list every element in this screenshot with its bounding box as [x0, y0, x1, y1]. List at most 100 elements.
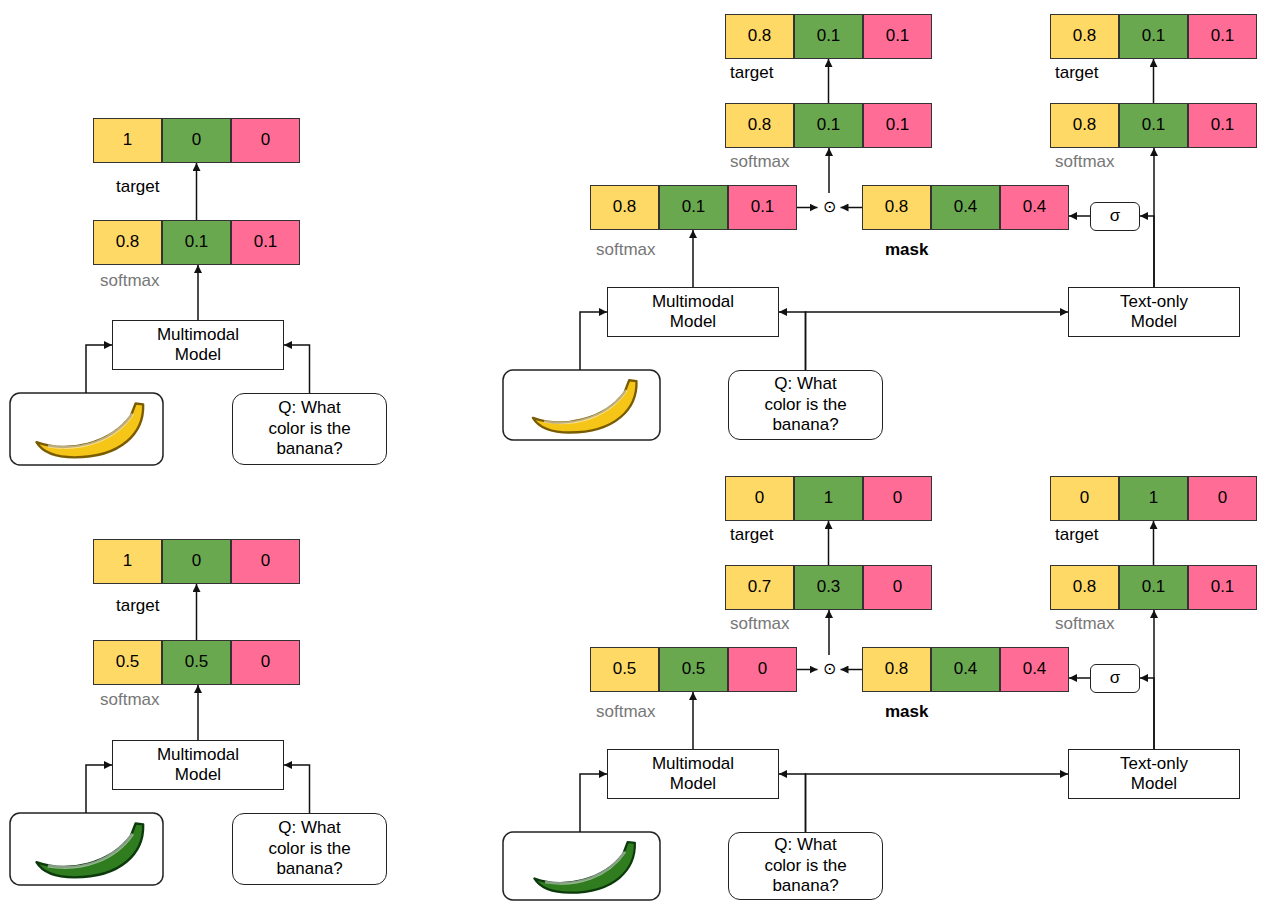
node-text: 0 — [1218, 488, 1227, 508]
node-text: 0.1 — [1142, 115, 1166, 135]
value-cell: 0.8 — [1050, 14, 1119, 59]
mask-label: mask — [885, 240, 928, 260]
node-text: Q: What color is the banana? — [756, 374, 856, 435]
arrow-connector — [692, 230, 694, 287]
node-text: Multimodal Model — [637, 292, 749, 333]
value-cell: 0 — [231, 539, 300, 584]
question-box: Q: What color is the banana? — [232, 393, 387, 465]
node-text: 0 — [755, 488, 764, 508]
node-text: Text-only Model — [1098, 292, 1210, 333]
value-cell: 1 — [93, 539, 162, 584]
value-cell: 0.1 — [1119, 14, 1188, 59]
value-cell: 0 — [162, 539, 231, 584]
node-text: 0.8 — [885, 197, 909, 217]
node-text: 0 — [893, 577, 902, 597]
arrow-connector — [284, 345, 310, 393]
node-text: 0.5 — [613, 659, 637, 679]
target-label: target — [730, 63, 773, 83]
node-text: 0 — [261, 551, 270, 571]
value-cell: 0 — [231, 118, 300, 163]
model-box: Text-only Model — [1068, 749, 1240, 799]
value-cell: 0.1 — [659, 185, 728, 230]
node-text: 0.5 — [682, 659, 706, 679]
softmax-label: softmax — [730, 152, 790, 172]
node-text: 0.1 — [886, 115, 910, 135]
value-cell: 0.1 — [1119, 565, 1188, 610]
arrow-connector — [828, 610, 830, 655]
arrow-connector — [196, 163, 198, 220]
value-cell: 0 — [162, 118, 231, 163]
value-cell: 0 — [1050, 476, 1119, 521]
value-cell: 0.8 — [590, 185, 659, 230]
node-text: 0.1 — [886, 26, 910, 46]
value-cell: 0 — [1188, 476, 1257, 521]
node-text: Text-only Model — [1098, 754, 1210, 795]
value-cell: 0.5 — [162, 640, 231, 685]
node-text: 0.1 — [185, 232, 209, 252]
arrow-connector — [797, 669, 818, 671]
value-cell: 0.1 — [1188, 14, 1257, 59]
mask-label: mask — [885, 702, 928, 722]
arrow-connector — [692, 692, 694, 749]
arrow-connector — [841, 207, 863, 209]
softmax-label: softmax — [596, 240, 656, 260]
softmax-label: softmax — [100, 690, 160, 710]
arrow-connector — [779, 774, 806, 832]
node-text: 0.5 — [116, 652, 140, 672]
node-text: 1 — [123, 551, 132, 571]
arrow-connector — [797, 207, 818, 209]
softmax-label: softmax — [1055, 614, 1115, 634]
arrow-connector — [779, 312, 806, 370]
value-cell: 0.1 — [1188, 565, 1257, 610]
model-box: Multimodal Model — [607, 287, 779, 337]
node-text: 0.8 — [613, 197, 637, 217]
softmax-label: softmax — [730, 614, 790, 634]
softmax-label: softmax — [100, 271, 160, 291]
value-cell: 0.8 — [862, 185, 931, 230]
node-text: 0.3 — [817, 577, 841, 597]
node-text: ⊙ — [823, 659, 836, 678]
value-cell: 0.4 — [1000, 647, 1069, 692]
node-text: 0.5 — [185, 652, 209, 672]
arrow-connector — [1153, 521, 1155, 565]
arrow-connector — [828, 521, 830, 565]
node-text: σ — [1110, 668, 1121, 688]
node-text: 0.7 — [748, 577, 772, 597]
node-text: Q: What color is the banana? — [260, 398, 360, 459]
value-cell: 0.5 — [590, 647, 659, 692]
node-text: 0.8 — [748, 115, 772, 135]
node-text: Q: What color is the banana? — [756, 835, 856, 896]
value-cell: 0.7 — [725, 565, 794, 610]
value-cell: 0 — [231, 640, 300, 685]
node-text: 0.1 — [1142, 577, 1166, 597]
arrow-connector — [1153, 59, 1155, 103]
node-text: 0.1 — [1211, 115, 1235, 135]
node-text: 0.1 — [254, 232, 278, 252]
node-text: 0.1 — [1142, 26, 1166, 46]
arrow-connector — [196, 584, 198, 640]
target-label: target — [1055, 525, 1098, 545]
hadamard-symbol: ⊙ — [818, 655, 841, 683]
node-text: 0 — [893, 488, 902, 508]
node-text: 0 — [261, 652, 270, 672]
question-box: Q: What color is the banana? — [728, 370, 883, 440]
target-label: target — [116, 177, 159, 197]
node-text: 0 — [261, 130, 270, 150]
value-cell: 1 — [1119, 476, 1188, 521]
value-cell: 0.1 — [1188, 103, 1257, 148]
value-cell: 0.1 — [1119, 103, 1188, 148]
value-cell: 0.8 — [725, 103, 794, 148]
value-cell: 1 — [93, 118, 162, 163]
arrow-connector — [828, 148, 830, 193]
value-cell: 0.8 — [725, 14, 794, 59]
value-cell: 0.4 — [1000, 185, 1069, 230]
node-text: 0.8 — [1073, 26, 1097, 46]
arrow-connector — [197, 265, 199, 320]
node-text: 0.8 — [116, 232, 140, 252]
node-text: 1 — [824, 488, 833, 508]
value-cell: 0.1 — [794, 14, 863, 59]
value-cell: 0.4 — [931, 647, 1000, 692]
value-cell: 0 — [728, 647, 797, 692]
sigmoid-box: σ — [1090, 664, 1140, 693]
node-text: ⊙ — [823, 197, 836, 216]
